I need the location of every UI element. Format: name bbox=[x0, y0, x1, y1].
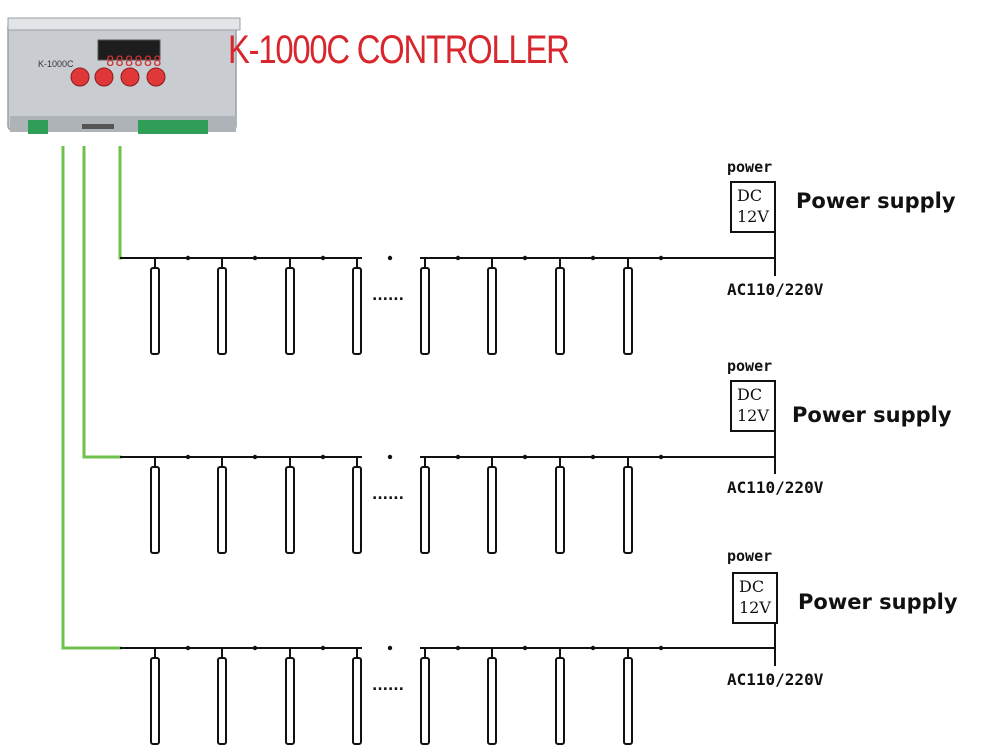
tube-row-2-right-1-junction bbox=[455, 454, 461, 460]
tube-row-1-left-3 bbox=[285, 267, 295, 355]
tube-gap-ellipsis-row-1: ...... bbox=[372, 288, 404, 304]
tube-row-2-left-4 bbox=[352, 466, 362, 554]
tube-row-2-left-3-junction bbox=[320, 454, 326, 460]
tube-row-3-right-3-junction bbox=[590, 645, 596, 651]
tube-row-2-left-2 bbox=[217, 466, 227, 554]
tube-row-3-left-2 bbox=[217, 657, 227, 745]
tube-row-3-left-1-junction bbox=[185, 645, 191, 651]
controller-device: K-1000C 888888 bbox=[6, 14, 240, 138]
dc-box-row-2: DC 12V bbox=[730, 380, 776, 432]
controller-top-edge bbox=[7, 17, 241, 31]
tube-row-3-right-4-junction bbox=[658, 645, 664, 651]
tube-row-2-right-2-junction bbox=[522, 454, 528, 460]
controller-power-terminal bbox=[28, 120, 48, 134]
tube-row-1-left-4-junction bbox=[387, 255, 393, 261]
controller-button-3 bbox=[120, 67, 140, 87]
dc-label-row-1: DC bbox=[737, 186, 763, 205]
tube-gap-ellipsis-row-3: ...... bbox=[372, 678, 404, 694]
signal-wire-row-1 bbox=[118, 146, 122, 260]
tube-row-1-right-1-junction bbox=[455, 255, 461, 261]
signal-wire-row-3 bbox=[61, 146, 122, 650]
tube-row-2-left-1 bbox=[150, 466, 160, 554]
tube-row-2-right-4-junction bbox=[658, 454, 664, 460]
diagram-title: K-1000C CONTROLLER bbox=[228, 28, 570, 72]
tube-row-3-left-1 bbox=[150, 657, 160, 745]
signal-wire-row-2 bbox=[82, 146, 122, 459]
tube-row-3-right-1-junction bbox=[455, 645, 461, 651]
tube-row-3-right-3 bbox=[555, 657, 565, 745]
tube-row-3-right-2-junction bbox=[522, 645, 528, 651]
controller-digit-panel bbox=[97, 39, 161, 61]
controller-model-label: K-1000C bbox=[38, 59, 74, 69]
power-supply-label-row-1: Power supply bbox=[796, 189, 956, 213]
controller-digit-display: 888888 bbox=[106, 54, 163, 70]
tube-row-1-right-2-junction bbox=[522, 255, 528, 261]
power-label-row-3: power bbox=[727, 547, 773, 565]
tube-row-1-left-1 bbox=[150, 267, 160, 355]
tube-row-2-right-2 bbox=[487, 466, 497, 554]
dc-label-row-3: DC bbox=[739, 577, 765, 596]
tube-row-1-left-2-junction bbox=[252, 255, 258, 261]
power-supply-label-row-2: Power supply bbox=[792, 403, 952, 427]
tube-row-3-right-1 bbox=[420, 657, 430, 745]
tube-row-3-left-4 bbox=[352, 657, 362, 745]
tube-row-2-right-1 bbox=[420, 466, 430, 554]
power-supply-label-row-3: Power supply bbox=[798, 590, 958, 614]
dc-voltage-row-1: 12V bbox=[737, 207, 769, 226]
dc-voltage-row-2: 12V bbox=[737, 406, 769, 425]
tube-row-3-left-4-junction bbox=[387, 645, 393, 651]
controller-button-1 bbox=[70, 67, 90, 87]
tube-row-1-right-3 bbox=[555, 267, 565, 355]
tube-row-1-left-4 bbox=[352, 267, 362, 355]
tube-row-1-left-3-junction bbox=[320, 255, 326, 261]
dc-voltage-row-3: 12V bbox=[739, 598, 771, 617]
ac-input-label-row-3: AC110/220V bbox=[727, 670, 824, 689]
power-label-row-1: power bbox=[727, 158, 773, 176]
tube-row-2-right-4 bbox=[623, 466, 633, 554]
tube-row-2-left-1-junction bbox=[185, 454, 191, 460]
tube-row-1-right-1 bbox=[420, 267, 430, 355]
controller-button-2 bbox=[94, 67, 114, 87]
tube-row-2-left-2-junction bbox=[252, 454, 258, 460]
tube-row-3-left-2-junction bbox=[252, 645, 258, 651]
controller-button-4 bbox=[146, 67, 166, 87]
dc-box-row-3: DC 12V bbox=[732, 572, 778, 624]
tube-row-3-right-4 bbox=[623, 657, 633, 745]
tube-row-2-right-3 bbox=[555, 466, 565, 554]
tube-row-1-left-2 bbox=[217, 267, 227, 355]
tube-row-1-right-3-junction bbox=[590, 255, 596, 261]
tube-row-2-left-4-junction bbox=[387, 454, 393, 460]
tube-gap-ellipsis-row-2: ...... bbox=[372, 487, 404, 503]
controller-output-terminal bbox=[138, 120, 208, 134]
dc-box-row-1: DC 12V bbox=[730, 181, 776, 233]
tube-row-3-right-2 bbox=[487, 657, 497, 745]
controller-sd-slot bbox=[82, 124, 114, 129]
tube-row-2-left-3 bbox=[285, 466, 295, 554]
tube-row-1-left-1-junction bbox=[185, 255, 191, 261]
tube-row-2-right-3-junction bbox=[590, 454, 596, 460]
tube-row-3-left-3 bbox=[285, 657, 295, 745]
power-label-row-2: power bbox=[727, 357, 773, 375]
tube-row-1-right-4-junction bbox=[658, 255, 664, 261]
ac-input-label-row-2: AC110/220V bbox=[727, 478, 824, 497]
tube-row-1-right-4 bbox=[623, 267, 633, 355]
tube-row-1-right-2 bbox=[487, 267, 497, 355]
ac-input-label-row-1: AC110/220V bbox=[727, 280, 824, 299]
tube-row-3-left-3-junction bbox=[320, 645, 326, 651]
dc-label-row-2: DC bbox=[737, 385, 763, 404]
